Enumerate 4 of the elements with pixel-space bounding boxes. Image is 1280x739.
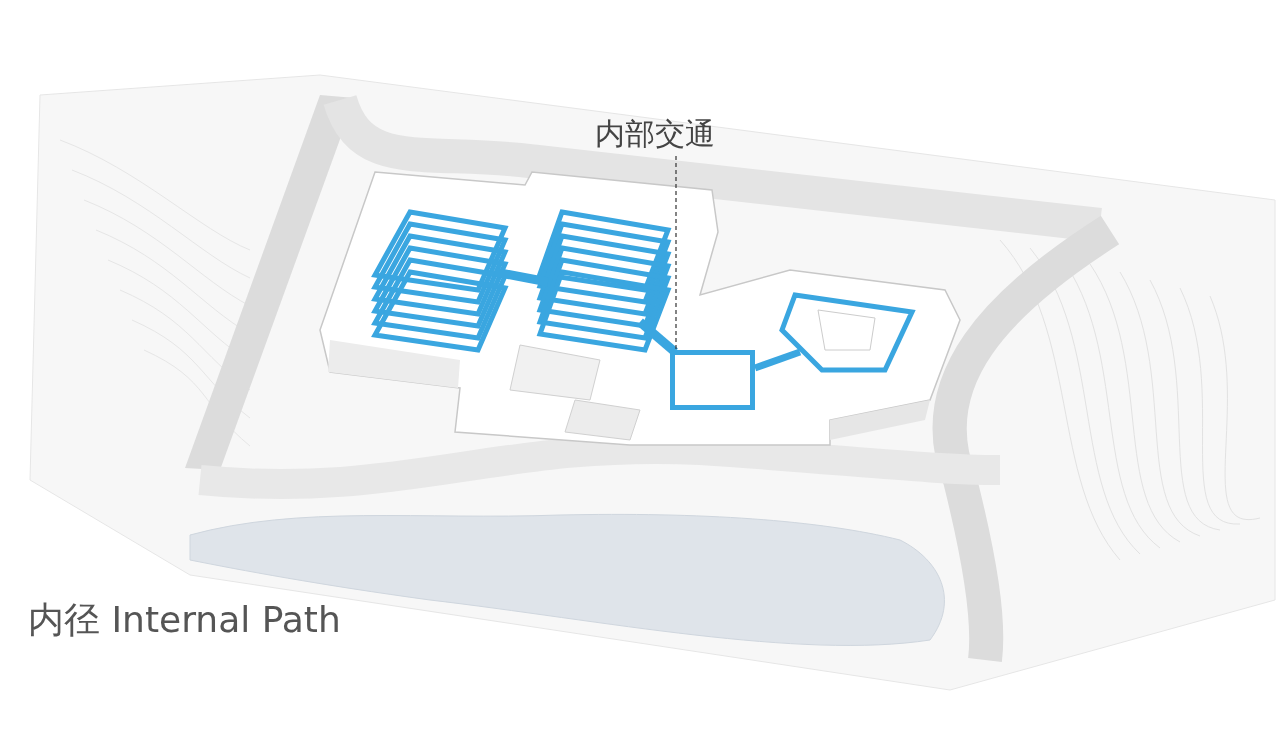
leader-line [675,155,677,351]
path-frame [670,350,755,410]
callout-label: 内部交通 [595,116,715,152]
diagram-title: 内径 Internal Path [28,598,341,642]
